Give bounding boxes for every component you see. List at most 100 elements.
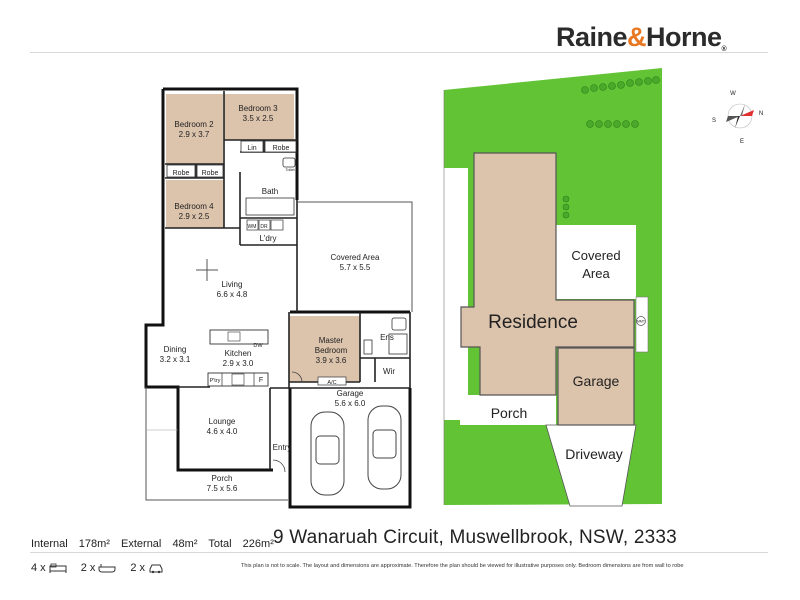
ceiling-fan-icon [196,259,218,281]
shrubs [562,76,660,219]
ac-label: A/C [327,380,336,386]
kitchen-dims: 2.9 x 3.0 [223,359,254,368]
dr-label: DR [260,224,268,230]
floor-plan: Bedroom 2 2.9 x 3.7 Bedroom 3 3.5 x 2.5 … [144,87,413,509]
master-bedroom-dims: 3.9 x 3.6 [316,356,347,365]
kitchen-sink [227,331,241,342]
internal-value: 178m² [78,538,110,550]
site-plan: MMT Residence Covered Area Garage Porch … [443,68,763,507]
compass-e: E [740,139,744,145]
garage-building [557,347,635,426]
car-windscreen-1 [315,435,340,465]
wm-label: WM [248,224,257,230]
bedroom-count-value: 4 x [31,562,46,574]
meter-label: MMT [637,320,646,324]
entry-door-swing [272,459,286,473]
garage-dims: 5.6 x 6.0 [335,399,366,408]
brand-ampersand: & [627,22,647,52]
car-outline-2 [367,405,402,490]
bathtub-icon [98,564,116,573]
master-bedroom-name: Master [319,336,344,345]
covered-area-site [556,225,636,299]
porch-site [460,395,556,425]
covered-area-outline [297,201,413,312]
bath-label: Bath [262,187,278,196]
kitchen-name: Kitchen [225,349,252,358]
garage-cars [310,405,402,496]
robe-label-3: Robe [273,145,290,152]
feature-counts: 4 x 2 x 2 x [31,562,164,574]
bedroom-2-name: Bedroom 2 [174,120,214,129]
bedroom-4-fill [166,180,224,228]
porch-dims: 7.5 x 5.6 [207,484,238,493]
wir-label: Wir [383,367,395,376]
toilet-fixture [282,157,296,168]
linen-cupboard [240,140,264,153]
garage-name: Garage [337,389,364,398]
residence-building [460,152,635,396]
brand-logo: Raine&Horne® [556,22,727,53]
compass-icon: W N S E [712,91,763,145]
living-dims: 6.6 x 4.8 [217,290,248,299]
disclaimer-text: This plan is not to scale. The layout an… [241,563,684,569]
ensuite-basin [363,339,373,355]
internal-label: Internal [31,538,68,550]
bathroom-count-value: 2 x [80,562,96,574]
entry-label: Entry [273,443,292,452]
meter-icon [636,316,646,326]
living-name: Living [222,280,243,289]
brand-registered-mark: ® [721,46,727,53]
car-windscreen-2 [372,429,397,459]
external-value: 48m² [172,538,198,550]
porch-name: Porch [212,474,233,483]
covered-area-dims: 5.7 x 5.5 [340,263,371,272]
covered-area-label-2: Area [582,266,610,281]
bedroom-2-dims: 2.9 x 3.7 [179,130,210,139]
dining-name: Dining [164,345,187,354]
ensuite-shower [388,333,408,355]
lounge-dims: 4.6 x 4.0 [207,427,238,436]
covered-area-name: Covered Area [331,253,380,262]
ensuite-label: Ens [380,333,394,342]
robe-cupboard-2 [196,164,224,178]
covered-area-label-1: Covered [571,248,620,263]
property-address: 9 Wanaruah Circuit, Muswellbrook, NSW, 2… [273,527,677,548]
bedroom-3-fill [224,94,294,140]
bedroom-2-fill [166,94,223,164]
compass-w: W [730,91,736,97]
total-label: Total [208,538,232,550]
bedroom-3-name: Bedroom 3 [238,104,278,113]
external-area: External 48m² [121,538,197,550]
linen-label: Lin [247,145,256,152]
compass-s: S [712,118,716,124]
dishwasher-label: DW [253,343,263,349]
laundry-label: L'dry [259,234,276,243]
porch-label: Porch [491,405,528,421]
cooktop [231,373,245,386]
dryer [258,219,271,231]
compass-n: N [759,111,763,117]
car-count-value: 2 x [130,562,146,574]
washing-machine [246,219,259,231]
residence-label: Residence [488,312,578,333]
robe-label-2: Robe [202,170,219,177]
brand-name-left: Raine [556,22,628,52]
bathroom-count: 2 x [81,562,117,574]
external-label: External [121,538,162,550]
footer-divider [30,552,768,553]
total-area: Total 226m² [208,538,274,550]
bath-vanity [245,197,295,216]
ac-unit [317,376,347,386]
porch-outline [145,387,288,501]
car-outline-1 [310,411,345,496]
header-divider [30,52,768,53]
robe-cupboard-1 [166,164,196,178]
brand-name-right: Horne [646,22,722,52]
area-stats: Internal 178m² External 48m² Total 226m² [31,538,282,550]
bedroom-3-dims: 3.5 x 2.5 [243,114,274,123]
pantry-label: P'try [210,378,221,384]
ensuite-toilet [391,317,407,331]
bedroom-4-name: Bedroom 4 [174,202,214,211]
master-bedroom-fill [289,316,360,382]
